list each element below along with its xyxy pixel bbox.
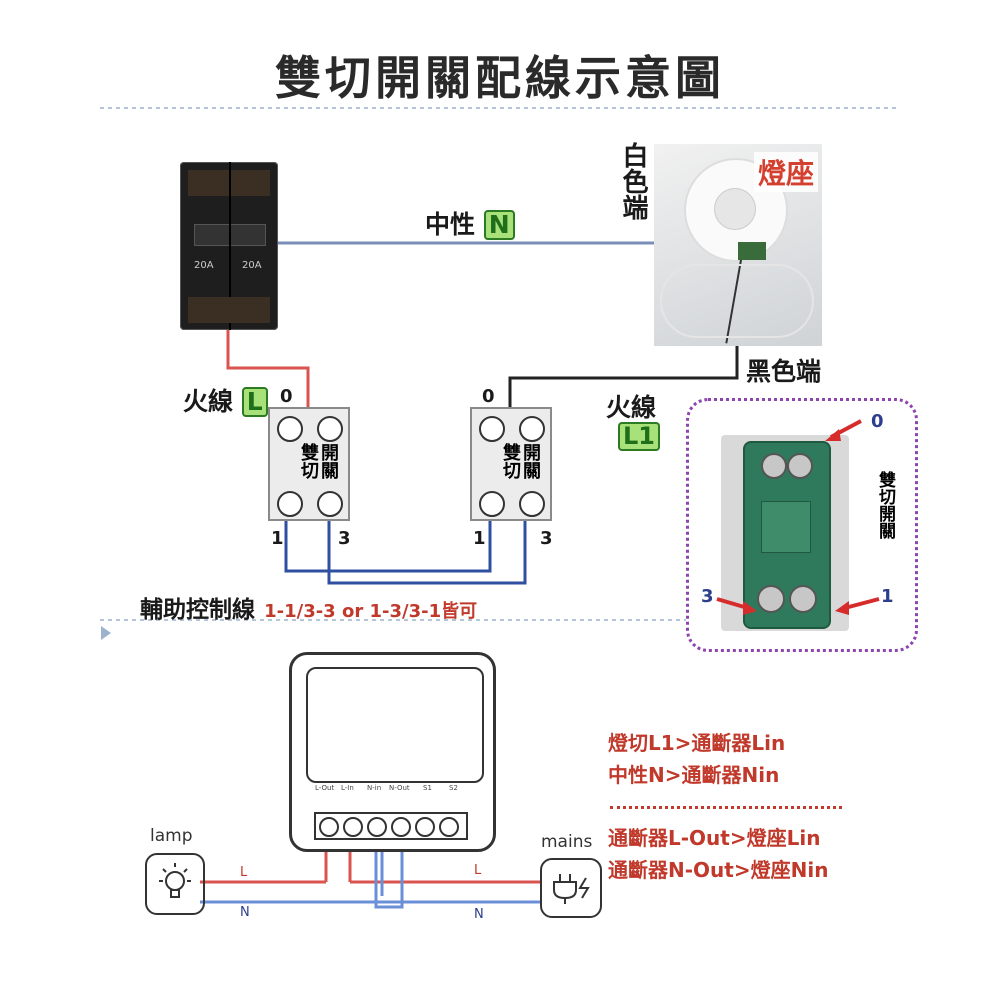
switch-left-terminal-3: [317, 491, 343, 517]
terminal-block: [314, 812, 468, 840]
switch-right-num-1: 1: [473, 528, 486, 549]
switch-photo-arrows: [716, 419, 880, 615]
neutral-label: 中性 N: [425, 205, 515, 241]
switch-right-terminal-1: [479, 491, 505, 517]
note-4: 通斷器N-Out>燈座Nin: [608, 858, 829, 882]
live1-label: 火線: [606, 393, 657, 422]
switch-photo-side-label: 雙切開關: [875, 471, 895, 539]
lamp-icon: [145, 853, 205, 915]
switch-photo: [721, 435, 849, 631]
circuit-breaker: 20A 20A: [180, 162, 278, 330]
notes-divider: [610, 806, 842, 809]
switch-right-terminal-3: [519, 491, 545, 517]
live-label: 火線 L: [183, 382, 268, 418]
mains-label: mains: [541, 832, 593, 852]
black-wire: [508, 346, 739, 410]
terminal-label-nin: N-in: [367, 784, 382, 792]
switch-left-top-num: 0: [280, 386, 293, 407]
terminal-label-lin: L-In: [341, 784, 354, 792]
switch-left-num-3: 3: [338, 528, 351, 549]
switch-left-terminal-0: [277, 416, 303, 442]
white-terminal-label: 白色端: [618, 142, 648, 220]
switch-right-top-num: 0: [482, 386, 495, 407]
aux-note: 1-1/3-3 or 1-3/3-1皆可: [264, 601, 478, 622]
switch-photo-num-0: 0: [871, 411, 884, 432]
terminal-label-lout: L-Out: [315, 784, 335, 792]
aux-label: 輔助控制線: [140, 597, 255, 623]
wire-label-l-right: L: [474, 863, 482, 878]
black-terminal-label: 黑色端: [746, 357, 822, 386]
lamp-holder-tag: 燈座: [758, 157, 815, 190]
switch-left-terminal-1: [277, 491, 303, 517]
note-1: 燈切L1>通斷器Lin: [608, 731, 786, 755]
switch-right-terminal-0: [479, 416, 505, 442]
note-2: 中性N>通斷器Nin: [608, 763, 780, 787]
lamp-holder-photo: 燈座: [654, 144, 822, 346]
switch-photo-num-3: 3: [701, 586, 714, 607]
terminal-label-nout: N-Out: [389, 784, 410, 792]
mains-plug-icon: [540, 858, 602, 918]
live1-badge: L1: [618, 422, 660, 452]
switch-photo-frame: 0 3 1 雙切開關: [686, 398, 918, 652]
wire-label-l-left: L: [240, 865, 248, 880]
note-3: 通斷器L-Out>燈座Lin: [608, 826, 821, 850]
switch-left-text: 開關雙切: [298, 443, 339, 479]
play-arrow-icon: [101, 626, 111, 640]
page-title: 雙切開關配線示意圖: [275, 51, 725, 105]
aux-label-row: 輔助控制線 1-1/3-3 or 1-3/3-1皆可: [140, 590, 477, 624]
switch-right-text: 開關雙切: [500, 443, 541, 479]
wire-label-n-left: N: [240, 905, 250, 920]
switch-left: 開關雙切: [268, 407, 350, 521]
nin-wire: [374, 832, 404, 909]
aux-wire-3: [327, 512, 527, 585]
wire-label-n-right: N: [474, 907, 484, 922]
terminal-label-s1: S1: [423, 784, 432, 792]
terminal-label-s2: S2: [449, 784, 458, 792]
switch-left-num-1: 1: [271, 528, 284, 549]
breaker-rating-left: 20A: [194, 260, 214, 271]
switch-right: 開關雙切: [470, 407, 552, 521]
breaker-rating-right: 20A: [242, 260, 262, 271]
neutral-badge: N: [483, 210, 515, 241]
switch-photo-num-1: 1: [881, 586, 894, 607]
live-wire: [226, 330, 310, 410]
aux-wire-1: [284, 512, 492, 573]
switch-right-num-3: 3: [540, 528, 553, 549]
switch-left-terminal-0b: [317, 416, 343, 442]
live-badge: L: [241, 387, 268, 418]
lamp-label: lamp: [150, 826, 193, 846]
switch-right-terminal-0b: [519, 416, 545, 442]
